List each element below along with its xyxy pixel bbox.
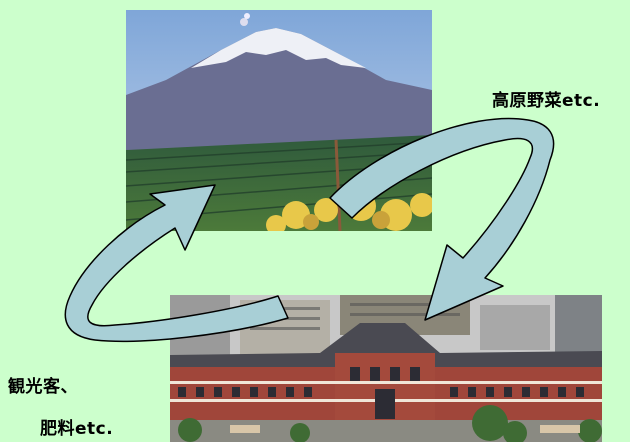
label-tourists: 観光客、 [8, 377, 78, 397]
label-vegetables: 高原野菜etc. [492, 91, 601, 111]
tokyo-station-photo [170, 295, 602, 442]
mountain-farmland-photo [126, 10, 432, 231]
label-fertilizer: 肥料etc. [40, 419, 114, 439]
